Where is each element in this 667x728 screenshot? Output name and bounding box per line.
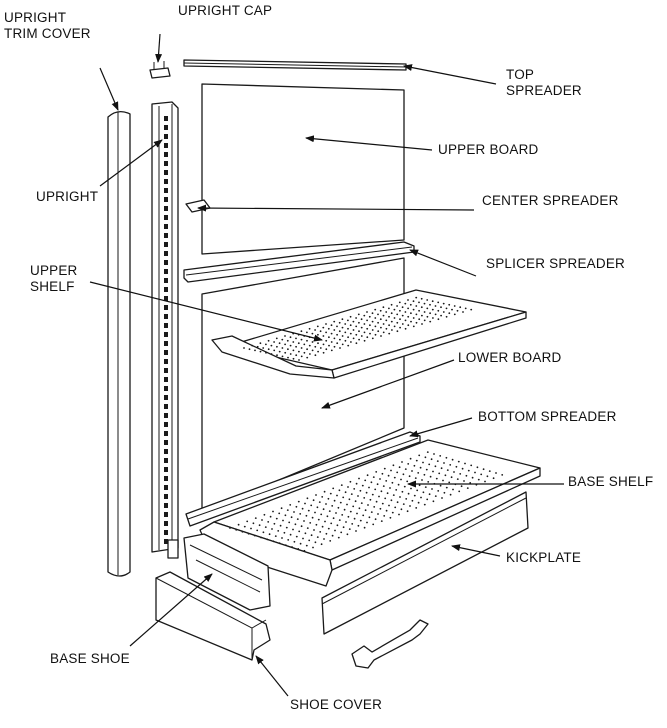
leader-base-shoe — [129, 573, 213, 647]
base-shoe-part — [167, 533, 271, 611]
label-base-shoe: BASE SHOE — [50, 651, 130, 666]
leader-bottom-spreader — [409, 417, 473, 438]
bottom-spreader-part — [185, 431, 421, 527]
leader-lower-board — [321, 359, 455, 409]
label-center-spreader: CENTER SPREADER — [482, 193, 619, 208]
upright-trim-cover-part — [107, 110, 131, 577]
leader-lines — [89, 33, 564, 697]
top-spreader-part — [183, 59, 407, 71]
label-upright-cap: UPRIGHT CAP — [178, 3, 273, 18]
label-splicer-spreader: SPLICER SPREADER — [486, 256, 625, 271]
shoe-cover-part — [155, 571, 271, 661]
label-upright: UPRIGHT — [36, 189, 99, 204]
label-kickplate: KICKPLATE — [506, 550, 582, 565]
label-bottom-spreader: BOTTOM SPREADER — [478, 409, 617, 424]
leader-upright-cap — [155, 33, 163, 63]
leader-splicer-spreader — [409, 249, 477, 277]
base-shelf-part — [199, 439, 541, 587]
upright-part — [151, 101, 179, 553]
label-upper-board: UPPER BOARD — [438, 142, 539, 157]
upper-board-part — [201, 83, 405, 255]
leader-kickplate — [451, 544, 501, 557]
leader-shoe-cover — [255, 655, 289, 697]
label-top-spreader: TOP SPREADER — [506, 67, 582, 98]
upright-cap-part — [149, 61, 171, 79]
wrench-tool — [351, 619, 429, 669]
leader-center-spreader — [197, 204, 475, 212]
leader-upper-board — [305, 135, 433, 151]
leader-upper-shelf — [89, 281, 323, 342]
leader-top-spreader — [403, 64, 497, 85]
label-upper-shelf: UPPER SHELF — [30, 263, 78, 294]
kickplate-part — [321, 491, 529, 635]
label-lower-board: LOWER BOARD — [458, 350, 562, 365]
leader-upright — [99, 139, 163, 187]
label-shoe-cover: SHOE COVER — [290, 697, 383, 712]
label-upright-trim-cover: UPRIGHT TRIM COVER — [4, 10, 91, 41]
leader-upright-trim-cover — [99, 67, 119, 111]
label-base-shelf: BASE SHELF — [568, 474, 654, 489]
